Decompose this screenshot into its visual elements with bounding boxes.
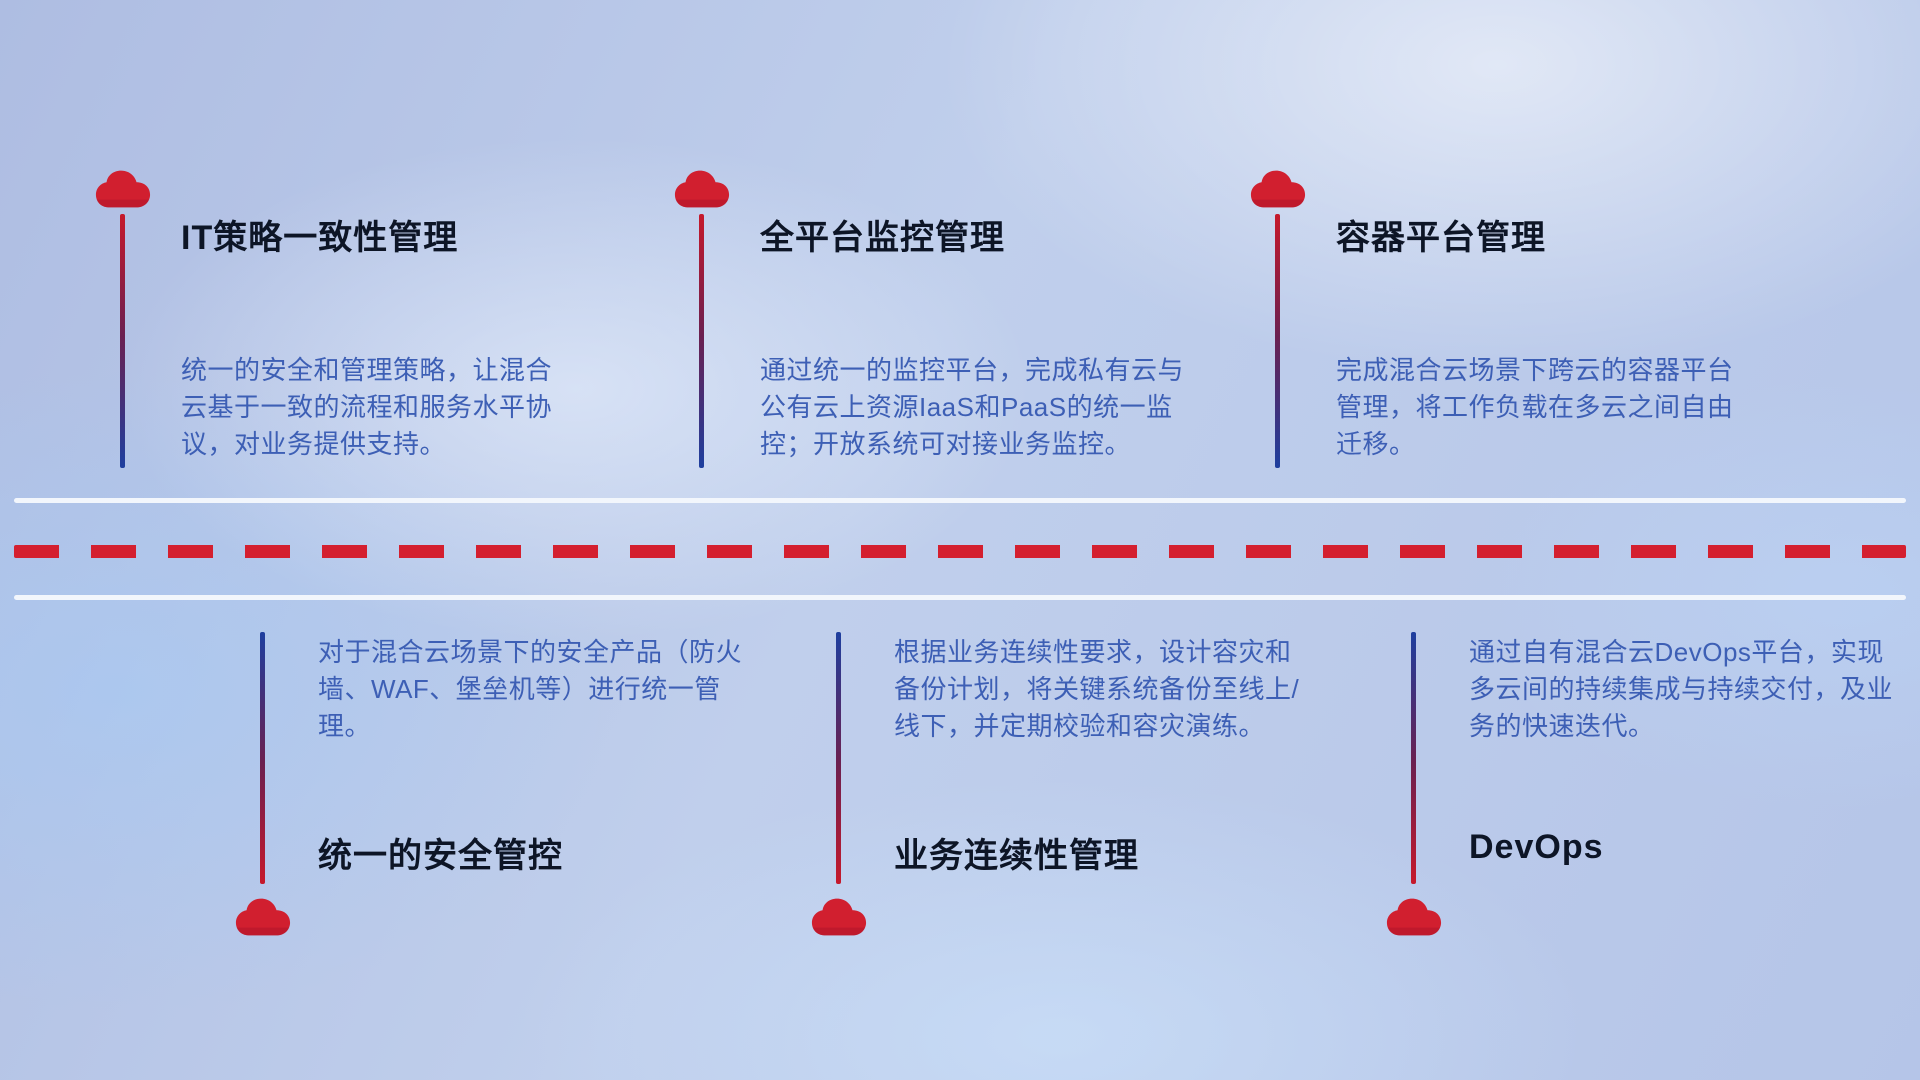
- item-description: 完成混合云场景下跨云的容器平台管理，将工作负载在多云之间自由迁移。: [1336, 355, 1734, 459]
- item-title: 全平台监控管理: [760, 219, 1005, 257]
- timeline-stem: [836, 632, 841, 884]
- item-title: 业务连续性管理: [894, 837, 1139, 875]
- timeline-stem: [120, 214, 125, 468]
- cloud-icon: [1386, 898, 1442, 936]
- timeline-stem: [260, 632, 265, 884]
- timeline-stem: [1411, 632, 1416, 884]
- item-title: 统一的安全管控: [318, 837, 563, 875]
- cloud-icon: [95, 170, 151, 208]
- divider-solid-line-bottom: [14, 595, 1906, 600]
- item-description: 通过统一的监控平台，完成私有云与公有云上资源IaaS和PaaS的统一监控；开放系…: [760, 355, 1185, 459]
- divider-red-dashed-line: [14, 545, 1906, 558]
- cloud-icon: [811, 898, 867, 936]
- item-description: 根据业务连续性要求，设计容灾和备份计划，将关键系统备份至线上/线下，并定期校验和…: [894, 637, 1300, 741]
- item-title: DevOps: [1469, 828, 1604, 866]
- item-title: 容器平台管理: [1336, 219, 1546, 257]
- timeline-stem: [699, 214, 704, 468]
- cloud-icon: [674, 170, 730, 208]
- cloud-icon: [1250, 170, 1306, 208]
- divider-solid-line-top: [14, 498, 1906, 503]
- item-description: 对于混合云场景下的安全产品（防火墙、WAF、堡垒机等）进行统一管理。: [318, 637, 743, 741]
- item-title: IT策略一致性管理: [181, 219, 459, 257]
- cloud-icon: [235, 898, 291, 936]
- item-description: 通过自有混合云DevOps平台，实现多云间的持续集成与持续交付，及业务的快速迭代…: [1469, 637, 1894, 741]
- timeline-stem: [1275, 214, 1280, 468]
- item-description: 统一的安全和管理策略，让混合云基于一致的流程和服务水平协议，对业务提供支持。: [181, 355, 553, 459]
